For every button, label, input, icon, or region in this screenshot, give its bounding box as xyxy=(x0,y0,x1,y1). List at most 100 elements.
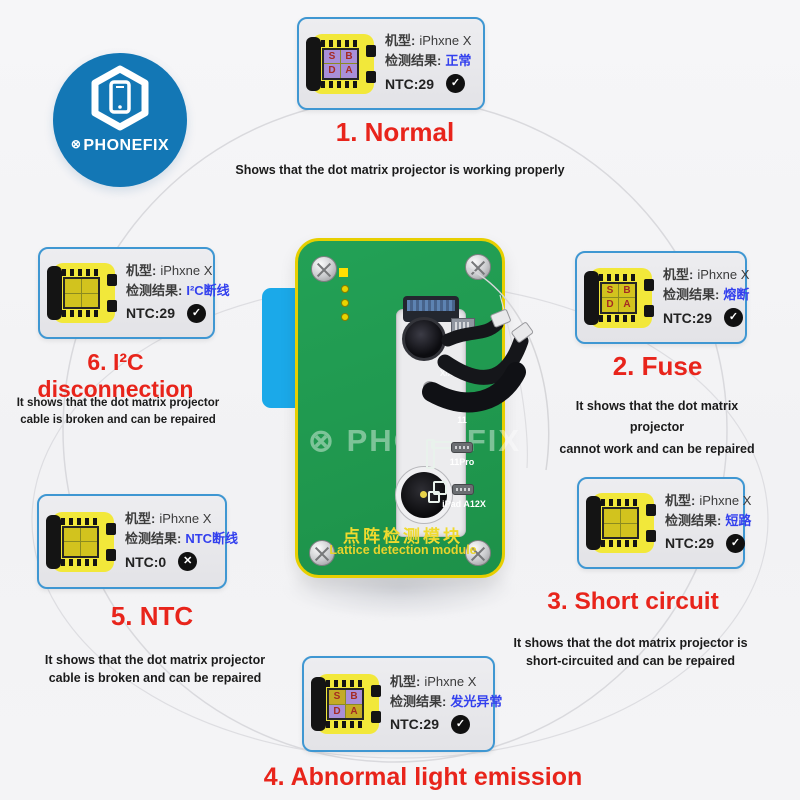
pad-letter-a: A xyxy=(82,293,98,307)
callout-title-normal: 1. Normal xyxy=(335,117,455,147)
screw-icon xyxy=(311,256,337,282)
callout-title-short-circuit: 3. Short circuit xyxy=(547,588,719,615)
check-icon: ✓ xyxy=(451,714,471,734)
pad-letter-d: D xyxy=(602,298,618,312)
callout-desc-normal: Shows that the dot matrix projector is w… xyxy=(235,163,565,177)
check-icon: ✓ xyxy=(726,533,746,553)
model-row: 机型:iPhxne X xyxy=(663,267,750,282)
ntc-row: NTC:29✓ xyxy=(663,308,749,327)
connector-stub xyxy=(644,304,654,317)
status-card-short-circuit: S B D A 机型:iPhxne X 检测结果:短路 NTC:29✓ xyxy=(577,477,751,569)
connector-icon: S B D A xyxy=(47,261,117,325)
cross-icon: ✕ xyxy=(178,552,198,571)
model-row: 机型:iPhxne X xyxy=(385,33,472,48)
pad-letter-d: D xyxy=(329,704,345,718)
result-row: 检测结果:熔断 xyxy=(663,287,750,302)
pad-letter-a: A xyxy=(341,64,357,78)
screw-icon xyxy=(465,254,491,280)
connector-stub xyxy=(106,548,116,561)
pad-letter-s: S xyxy=(602,283,618,297)
card-fields: 机型:iPhxne X 检测结果:熔断 NTC:29✓ xyxy=(663,261,749,334)
connector-11pro-label: 11Pro xyxy=(449,457,475,467)
pad-letter-s: S xyxy=(329,690,345,704)
connector-stub xyxy=(646,504,656,516)
callout-title-abnormal-light: 4. Abnormal light emission xyxy=(263,763,583,791)
pad-letter-a: A xyxy=(621,523,637,537)
phonefix-logo: ⊗PHONEFIX xyxy=(53,53,187,187)
model-row: 机型:iPhxne X xyxy=(665,492,752,508)
connector-icon: S B D A xyxy=(584,266,654,330)
screw-icon xyxy=(465,540,491,566)
led-dot xyxy=(341,299,349,307)
pad-letter-b: B xyxy=(82,279,98,293)
result-row: 检测结果:NTC断线 xyxy=(125,531,239,546)
connector-stub xyxy=(646,530,656,542)
ntc-row: NTC:29✓ xyxy=(665,533,751,553)
callout-title-fuse: 2. Fuse xyxy=(612,351,703,381)
flex-outline-icon xyxy=(426,439,435,469)
callout-title-ntc: 5. NTC xyxy=(110,601,194,631)
connector-stub xyxy=(644,278,654,291)
connector-stub xyxy=(107,300,117,312)
projector-glint xyxy=(420,491,427,498)
connector-teeth xyxy=(326,721,365,728)
pad-letter-s: S xyxy=(604,509,620,523)
connector-bracket xyxy=(584,270,599,325)
callout-desc-short-circuit: It shows that the dot matrix projector i… xyxy=(513,636,748,669)
screw-icon xyxy=(309,540,335,566)
check-icon: ✓ xyxy=(724,308,744,327)
led-dot xyxy=(341,313,349,321)
connector-icon: S B D A xyxy=(46,510,116,574)
pad-letter-b: B xyxy=(346,690,362,704)
status-card-abnormal-light: S B D A 机型:iPhxne X 检测结果:发光异常 NTC:29✓ xyxy=(302,656,502,752)
connector-teeth xyxy=(62,310,101,317)
board-title-en: Lattice detection module xyxy=(329,543,477,557)
connector-stub xyxy=(106,522,116,535)
connector-icon: S B D A xyxy=(586,491,656,555)
check-icon: ✓ xyxy=(187,303,207,323)
card-fields: 机型:iPhxne X 检测结果:NTC断线 NTC:0✕ xyxy=(125,505,238,578)
connector-ipad-a12x xyxy=(452,484,474,495)
connector-teeth xyxy=(599,273,638,281)
pad-letter-d: D xyxy=(324,64,340,78)
connector-11pro xyxy=(451,442,473,453)
callout-title-i2c: 6. I²C disconnection xyxy=(37,349,194,402)
flex-outline-icon xyxy=(433,481,447,495)
connector-teeth xyxy=(601,499,640,506)
connector-stub xyxy=(371,685,381,697)
result-row: 检测结果:正常 xyxy=(385,53,472,68)
status-card-normal: S B D A 机型:iPhxne X 检测结果:正常 NTC:29✓ xyxy=(297,17,485,110)
card-fields: 机型:iPhxne X 检测结果:I²C断线 NTC:29✓ xyxy=(126,257,230,330)
connector-stub xyxy=(366,44,376,57)
ntc-row: NTC:29✓ xyxy=(390,714,502,734)
connector-bracket xyxy=(306,36,321,91)
connector-bracket xyxy=(47,266,62,320)
connector-stub xyxy=(371,711,381,723)
pad-letter-d: D xyxy=(64,542,80,556)
phonefix-hexagon-icon xyxy=(91,65,149,131)
model-row: 机型:iPhxne X xyxy=(125,511,212,526)
connector-teeth xyxy=(62,269,101,276)
led-square xyxy=(339,268,348,277)
connector-bracket xyxy=(311,677,326,731)
connector-stub xyxy=(107,274,117,286)
connector-bracket xyxy=(586,496,601,550)
connector-teeth xyxy=(326,680,365,687)
pad-letter-s: S xyxy=(324,49,340,63)
pad-letter-b: B xyxy=(81,527,97,541)
check-icon: ✓ xyxy=(446,74,466,93)
connector-11-label: 11 xyxy=(457,415,467,425)
lattice-detection-board: ⊗ PHONEFIX X/XS/XS MAX 11 11Pro iPad A12… xyxy=(295,238,519,578)
connector-teeth xyxy=(321,39,360,47)
connector-icon: S B D A xyxy=(311,672,381,736)
pad-letter-b: B xyxy=(341,49,357,63)
status-card-i2c: S B D A 机型:iPhxne X 检测结果:I²C断线 NTC:29✓ xyxy=(38,247,230,339)
card-fields: 机型:iPhxne X 检测结果:发光异常 NTC:29✓ xyxy=(390,668,502,741)
connector-pad: S B D A xyxy=(63,277,100,309)
result-row: 检测结果:短路 xyxy=(665,512,752,528)
connector-stub xyxy=(366,70,376,83)
result-row: 检测结果:发光异常 xyxy=(390,693,503,709)
